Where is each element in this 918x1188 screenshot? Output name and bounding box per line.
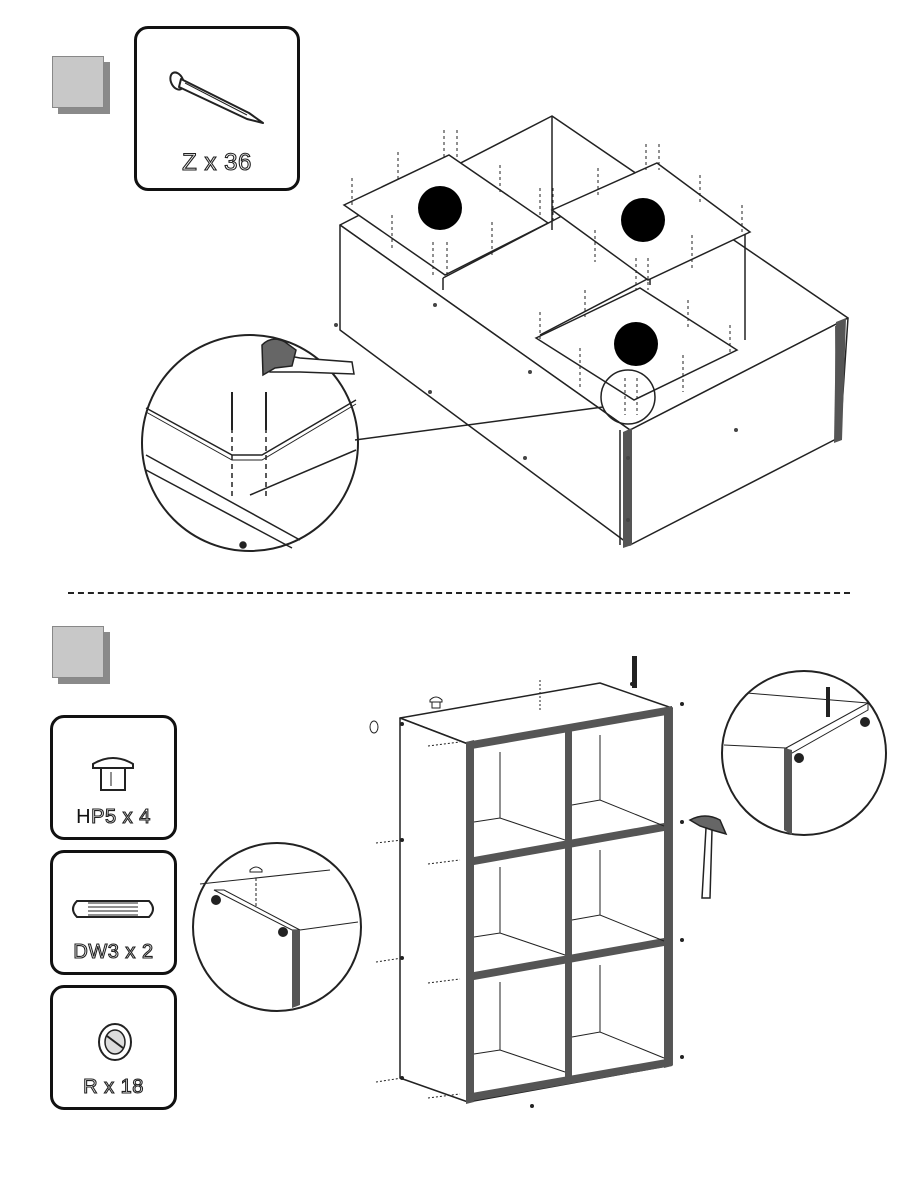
detail-magnifier-left xyxy=(193,843,361,1011)
shelf-side xyxy=(400,718,468,1102)
detail-magnifier-right xyxy=(722,671,886,835)
hammer-icon xyxy=(690,816,726,898)
hole-plug-icon xyxy=(430,697,442,708)
